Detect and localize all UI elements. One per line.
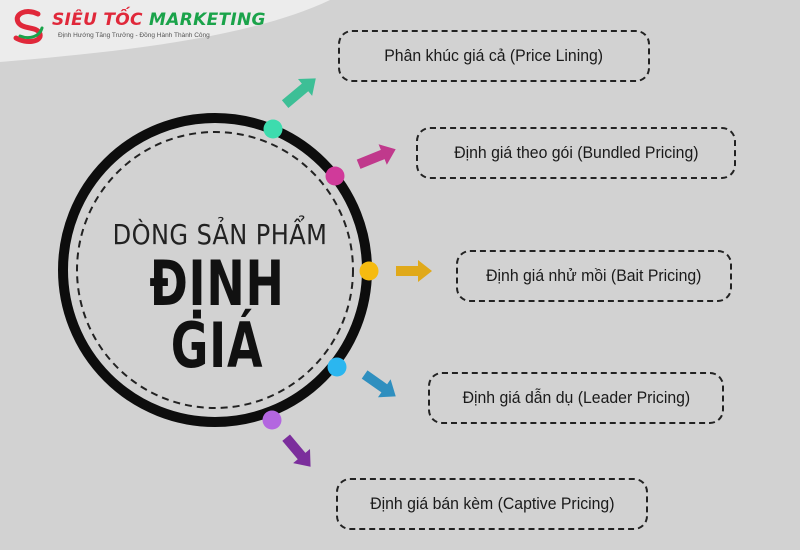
arrow-4-icon [361,370,396,398]
logo-brand-part-1: SIÊU TỐC [52,10,143,30]
center-main-heading: ĐỊNH GIÁ [149,247,285,382]
connector-dot-3 [359,261,379,281]
inner-dashed-ring [76,131,354,409]
branch-box-leader-pricing: Định giá dẫn dụ (Leader Pricing) [428,372,724,424]
logo-brand-part-2: MARKETING [149,10,266,30]
center-title: DÒNG SẢN PHẨM [112,218,328,251]
arrow-3-icon [396,260,432,282]
logo-name: SIÊU TỐC MARKETING [52,10,266,30]
arrow-2-icon [356,144,396,169]
branch-label: Định giá theo gói (Bundled Pricing) [453,143,699,162]
branch-label: Định giá dẫn dụ (Leader Pricing) [462,388,690,407]
branch-label: Phân khúc giá cả (Price Lining) [384,46,604,65]
connector-dot-4 [327,357,347,377]
arrow-1-icon [281,78,316,108]
logo-tagline: Định Hướng Tăng Trưởng - Đồng Hành Thành… [58,32,210,39]
connector-dot-2 [325,166,345,186]
branch-box-bait-pricing: Định giá nhử mồi (Bait Pricing) [456,250,732,302]
branch-box-bundled-pricing: Định giá theo gói (Bundled Pricing) [416,127,736,179]
connector-dot-5 [262,410,282,430]
logo-s-mark-icon [13,9,44,44]
branch-box-price-lining: Phân khúc giá cả (Price Lining) [338,30,650,82]
connector-dot-1 [263,119,283,139]
branch-label: Định giá nhử mồi (Bait Pricing) [486,266,702,285]
arrow-5-icon [282,434,311,467]
branch-label: Định giá bán kèm (Captive Pricing) [369,494,615,513]
branch-box-captive-pricing: Định giá bán kèm (Captive Pricing) [336,478,648,530]
brand-logo: SIÊU TỐC MARKETING Định Hướng Tăng Trưởn… [8,6,268,50]
